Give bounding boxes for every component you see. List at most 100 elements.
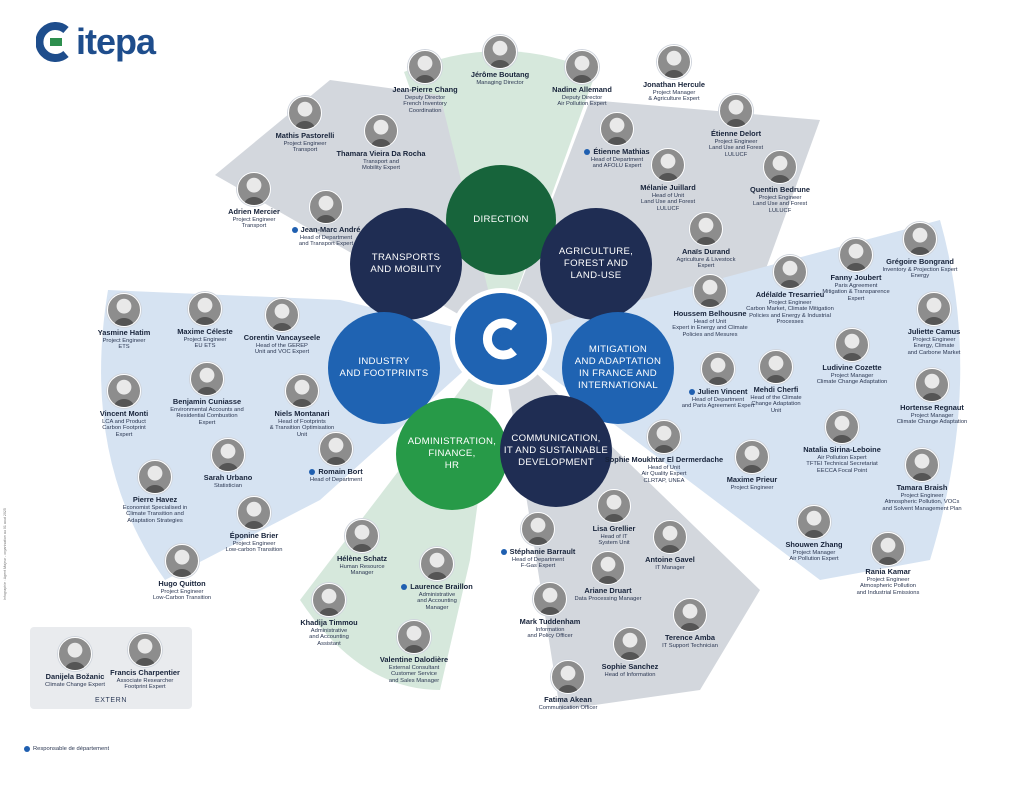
head-of-department-dot-icon	[291, 227, 298, 234]
person-name: Niels Montanari	[274, 409, 330, 418]
person-role: Project Engineer ETS	[102, 337, 146, 351]
person-name-row: Laurence Braillon	[362, 582, 512, 592]
avatar	[237, 172, 271, 206]
person-name: Houssem Belhousne	[673, 309, 747, 318]
person-name: Corentin Vancayseele	[243, 333, 321, 342]
hub-center[interactable]	[455, 293, 547, 385]
hub-industry[interactable]: INDUSTRY AND FOOTPRINTS	[328, 312, 440, 424]
head-of-department-dot-icon	[500, 549, 507, 556]
hub-direction[interactable]: DIRECTION	[446, 165, 556, 275]
person-role: Agriculture & Livestock Expert	[676, 256, 736, 270]
person-name: Vincent Monti	[99, 409, 149, 418]
person-name: Mathis Pastorelli	[275, 131, 335, 140]
person-role: Project Engineer Energy, Climate and Car…	[907, 336, 961, 356]
person-name: Thamara Vieira Da Rocha	[336, 149, 426, 158]
hub-administration-label: ADMINISTRATION, FINANCE, HR	[407, 436, 497, 471]
hub-agriculture[interactable]: AGRICULTURE, FOREST AND LAND-USE	[540, 208, 652, 320]
hub-communication[interactable]: COMMUNICATION, IT AND SUSTAINABLE DEVELO…	[500, 395, 612, 507]
person-name: Mark Tuddenham	[519, 617, 581, 626]
hub-direction-label: DIRECTION	[473, 214, 529, 225]
person-name: Adrien Mercier	[228, 207, 280, 216]
person-name: Julien Vincent	[697, 387, 748, 396]
person-role: Information and Policy Officer	[527, 626, 573, 640]
avatar	[58, 637, 92, 671]
person-name: Sarah Urbano	[203, 473, 253, 482]
person-role: Head of Unit Expert in Energy and Climat…	[672, 318, 748, 338]
avatar	[190, 362, 224, 396]
avatar	[651, 148, 685, 182]
hub-mitigation[interactable]: MITIGATION AND ADAPTATION IN FRANCE AND …	[562, 312, 674, 424]
person-role: Associate Researcher Footprint Expert	[116, 677, 174, 691]
avatar	[657, 45, 691, 79]
side-note: Infographie : Agent Majeur - organisatio…	[3, 508, 7, 600]
hub-industry-label: INDUSTRY AND FOOTPRINTS	[339, 356, 429, 379]
person-name: Danijela Božanic	[45, 672, 105, 681]
person-role: Head of the Climate Change Adaptation Un…	[750, 394, 802, 414]
person-name: Mélanie Juillard	[640, 183, 696, 192]
extern-label: EXTERN	[95, 697, 127, 704]
person-name: Valentine Dalodière	[379, 655, 449, 664]
avatar	[107, 374, 141, 408]
person-name: Fatima Akean	[544, 695, 592, 704]
person-role: Administrative and Accounting Assistant	[309, 627, 349, 647]
avatar	[211, 438, 245, 472]
head-of-department-dot-icon	[24, 746, 30, 752]
person-name: Jonathan Hercule	[642, 80, 706, 89]
avatar	[653, 520, 687, 554]
person-name: Yasmine Hatim	[97, 328, 151, 337]
person-name: Hélène Schatz	[336, 554, 388, 563]
person-name: Natalia Sirina-Leboine	[803, 445, 881, 454]
person-name: Jérôme Boutang	[470, 70, 530, 79]
person-name: Maxime Céleste	[177, 327, 233, 336]
person-name: Stéphanie Barrault	[509, 547, 576, 556]
person-name: Francis Charpentier	[110, 668, 180, 677]
person-role: Inventory & Projection Expert Energy	[882, 266, 958, 280]
person-role: Transport and Mobility Expert	[361, 158, 400, 172]
avatar	[309, 190, 343, 224]
person-role: Project Engineer Carbon Market, Climate …	[746, 299, 834, 326]
avatar	[689, 212, 723, 246]
person-name: Hortense Regnaut	[900, 403, 964, 412]
person-name: Maxime Prieur	[726, 475, 778, 484]
avatar	[483, 35, 517, 69]
person-name: Étienne Mathias	[593, 147, 650, 156]
avatar	[107, 293, 141, 327]
avatar	[905, 448, 939, 482]
person-role: Project Manager & Agriculture Expert	[648, 89, 700, 103]
person-name: Grégoire Bongrand	[886, 257, 954, 266]
avatar	[673, 598, 707, 632]
avatar	[701, 352, 735, 386]
avatar	[288, 96, 322, 130]
person-name: Lisa Grellier	[592, 524, 636, 533]
person-name: Ludivine Cozette	[822, 363, 882, 372]
hub-administration[interactable]: ADMINISTRATION, FINANCE, HR	[396, 398, 508, 510]
citepa-logo-icon	[35, 22, 74, 62]
hub-transports[interactable]: TRANSPORTS AND MOBILITY	[350, 208, 462, 320]
avatar	[265, 298, 299, 332]
person-name: Romain Bort	[318, 467, 363, 476]
avatar	[735, 440, 769, 474]
person-role: Project Engineer Atmospheric Pollution, …	[882, 492, 962, 512]
